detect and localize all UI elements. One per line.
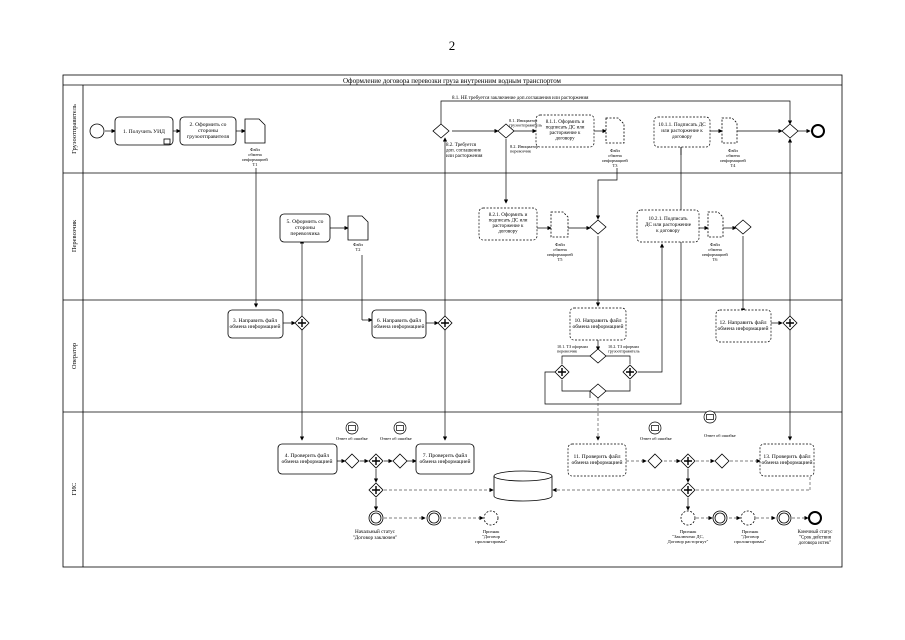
tasks <box>114 116 475 475</box>
connectors <box>105 100 811 511</box>
start-event <box>89 123 105 139</box>
task-10-2-1[interactable] <box>636 209 700 243</box>
dashed-connectors <box>384 398 811 521</box>
gateway-decision-1 <box>432 123 450 139</box>
task-1[interactable] <box>114 116 174 146</box>
task-3[interactable] <box>227 309 284 339</box>
task-12[interactable] <box>715 309 772 343</box>
database-icon <box>493 470 553 502</box>
task-5[interactable] <box>279 213 331 243</box>
task-8-2-1[interactable] <box>478 207 538 241</box>
task-1-label: 1. Получить УИД <box>123 129 165 135</box>
label-error-2: Ответ об ошибке <box>380 436 412 441</box>
document-icon-t4 <box>721 117 738 144</box>
lane-label-shipper: Грузоотправитель <box>71 104 78 154</box>
label-no-changes: 8.1. НЕ требуется заключение доп.соглаше… <box>452 96 589 101</box>
task-13[interactable] <box>759 443 815 477</box>
gateway-decision-2 <box>497 123 515 139</box>
gateway-op-7 <box>589 383 607 399</box>
pool-title: Оформление договора перевозки груза внут… <box>343 77 562 85</box>
gateway-carrier-1 <box>589 219 607 235</box>
task-10-1-1[interactable] <box>653 116 711 148</box>
gateway-gis-1 <box>344 453 360 469</box>
gateway-gis-4 <box>647 453 663 469</box>
gateway-join-1 <box>781 123 799 139</box>
task-2[interactable] <box>179 116 237 146</box>
gateway-op-4 <box>589 348 607 364</box>
task-6[interactable] <box>371 309 427 339</box>
lane-label-carrier: Перевозчик <box>71 219 78 252</box>
end-event <box>811 124 825 138</box>
gateway-carrier-2 <box>734 219 752 235</box>
task-8-1-1[interactable] <box>535 114 595 148</box>
task-10[interactable] <box>569 307 627 341</box>
lane-label-gis: ГИС <box>71 483 78 496</box>
page-number: 2 <box>448 38 456 53</box>
document-icon-t3 <box>605 117 625 144</box>
dashed-tasks <box>478 114 815 477</box>
document-icon-t6 <box>707 211 724 238</box>
task-4[interactable] <box>277 443 338 475</box>
status-events <box>368 510 822 526</box>
label-error-4: Ответ об ошибке <box>704 433 736 438</box>
document-icon-t5 <box>550 211 569 238</box>
document-icon-t2 <box>347 215 369 241</box>
gateway-plus-marks <box>298 319 794 494</box>
document-icon-t1 <box>244 118 266 144</box>
label-error-1: Ответ об ошибке <box>336 436 368 441</box>
task-7[interactable] <box>415 443 475 475</box>
task-11[interactable] <box>567 443 627 477</box>
status-changed: Признак"Заключено ДС,Договор расторгнут" <box>668 529 709 544</box>
gateway-gis-3 <box>392 453 408 469</box>
pool <box>62 74 843 568</box>
lane-label-operator: Оператор <box>71 343 78 369</box>
gateway-gis-6 <box>714 453 730 469</box>
documents <box>244 117 738 241</box>
label-error-3: Ответ об ошибке <box>640 436 672 441</box>
message-events <box>345 410 717 435</box>
status-start: Начальный статус"Договор заключен" <box>353 528 398 541</box>
